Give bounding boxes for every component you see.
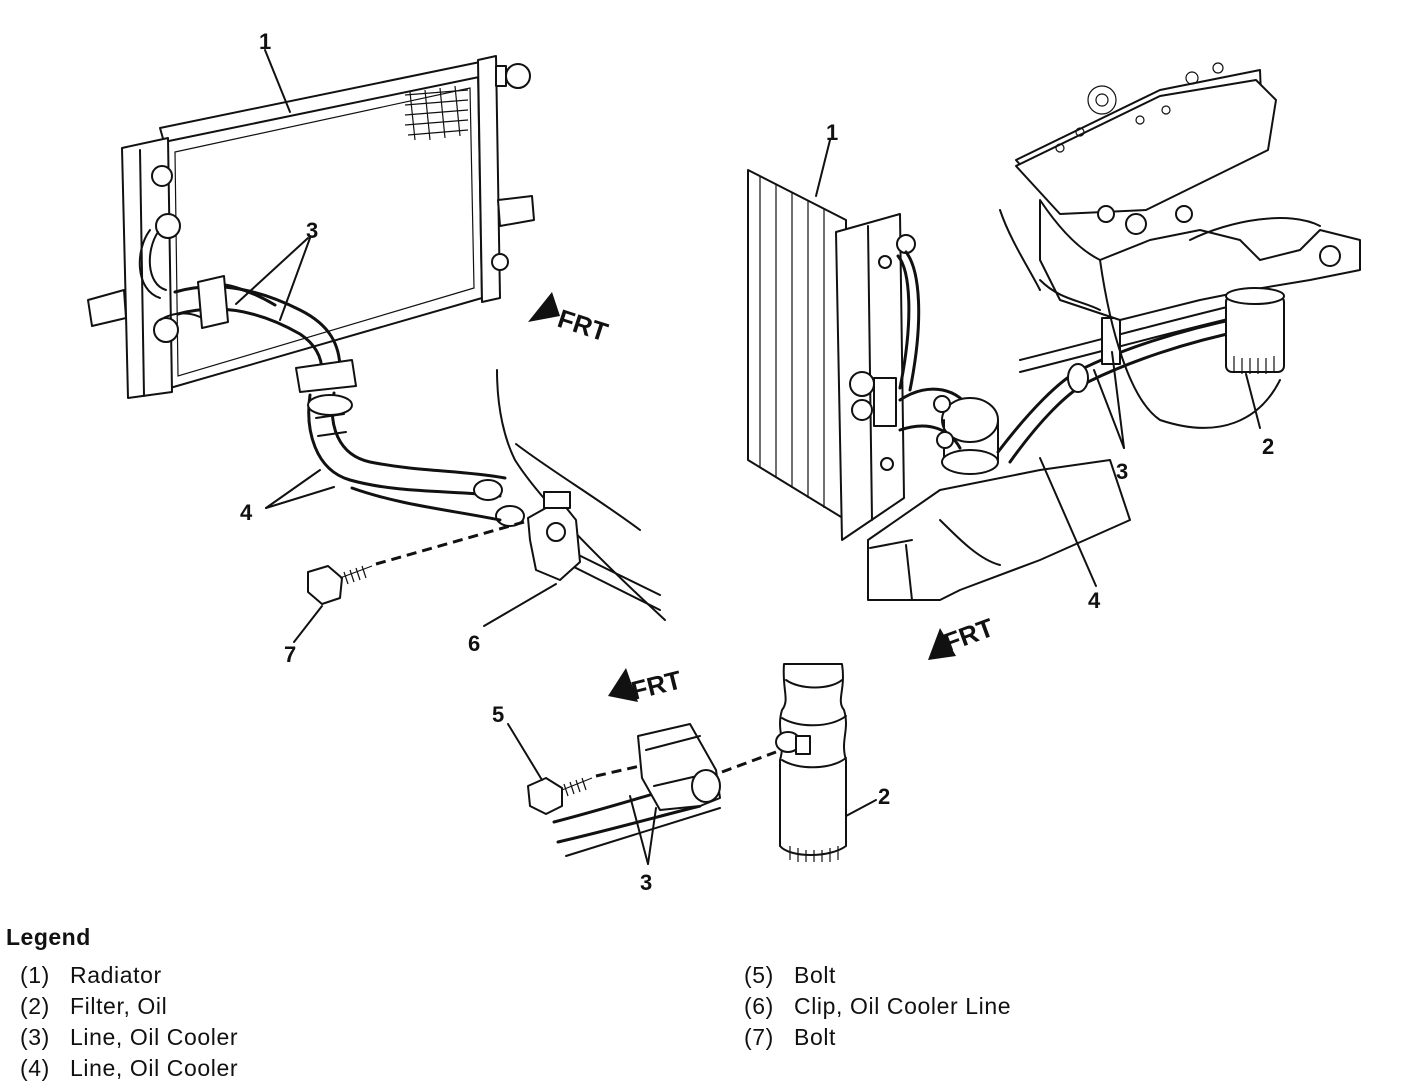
legend-item-1: (1) Radiator [20, 962, 238, 993]
legend-title: Legend [6, 924, 91, 950]
legend-item-3: (3) Line, Oil Cooler [20, 1024, 238, 1055]
callout-bottom-3: 3 [640, 870, 652, 895]
legend-item-number: (4) [20, 1055, 50, 1081]
legend-item-number: (2) [20, 993, 50, 1019]
legend-item-text: Filter, Oil [70, 993, 168, 1019]
legend-item-7: (7) Bolt [744, 1024, 1011, 1055]
legend-item-text: Radiator [70, 962, 162, 988]
oil-cooler-line-diagram: 1 3 4 6 7 FRT [87, 29, 1361, 895]
right-view-callouts: 1 2 3 4 [815, 120, 1274, 613]
callout-right-4: 4 [1088, 588, 1101, 613]
legend-item-6: (6) Clip, Oil Cooler Line [744, 993, 1011, 1024]
legend-item-text: Bolt [794, 962, 837, 988]
legend-column-right: (5) Bolt (6) Clip, Oil Cooler Line (7) Bolt [744, 962, 1011, 1055]
legend-item-number: (5) [744, 962, 774, 988]
legend-item-text: Line, Oil Cooler [70, 1055, 239, 1081]
frt-label-center: FRT [628, 664, 684, 705]
frt-label-left: FRT [554, 303, 611, 347]
legend-item-text: Bolt [794, 1024, 837, 1050]
legend-column-left: (1) Radiator (2) Filter, Oil (3) Line, Oil … [20, 962, 238, 1086]
legend-item-number: (1) [20, 962, 50, 988]
callout-left-1: 1 [259, 29, 271, 54]
frt-arrow-left: FRT [528, 292, 612, 347]
legend-item-number: (3) [20, 1024, 50, 1050]
legend-item-2: (2) Filter, Oil [20, 993, 238, 1024]
legend-item-number: (6) [744, 993, 774, 1019]
legend-item-number: (7) [744, 1024, 774, 1050]
callout-right-3: 3 [1116, 459, 1128, 484]
bottom-view-callouts: 5 2 3 [492, 702, 890, 895]
frt-arrow-center: FRT [608, 664, 685, 706]
callout-bottom-2: 2 [878, 784, 890, 809]
callout-left-7: 7 [284, 642, 296, 667]
legend-item-4: (4) Line, Oil Cooler [20, 1055, 238, 1086]
legend-item-5: (5) Bolt [744, 962, 1011, 993]
callout-left-4: 4 [240, 500, 253, 525]
left-view-callouts: 1 3 4 6 7 [235, 29, 557, 667]
legend: Legend (1) Radiator (2) Filter, Oil (3) Lin… [6, 924, 1402, 1082]
callout-left-6: 6 [468, 631, 480, 656]
bottom-view-filter-assembly [527, 663, 847, 862]
right-view-engine-assembly [747, 62, 1361, 601]
callout-left-3: 3 [306, 218, 318, 243]
callout-right-2: 2 [1262, 434, 1274, 459]
left-view-radiator-assembly [87, 55, 666, 621]
frt-arrow-right: FRT [928, 612, 998, 660]
callout-bottom-5: 5 [492, 702, 504, 727]
legend-item-text: Line, Oil Cooler [70, 1024, 239, 1050]
callout-right-1: 1 [826, 120, 838, 145]
frt-label-right: FRT [940, 612, 998, 658]
legend-item-text: Clip, Oil Cooler Line [794, 993, 1012, 1019]
